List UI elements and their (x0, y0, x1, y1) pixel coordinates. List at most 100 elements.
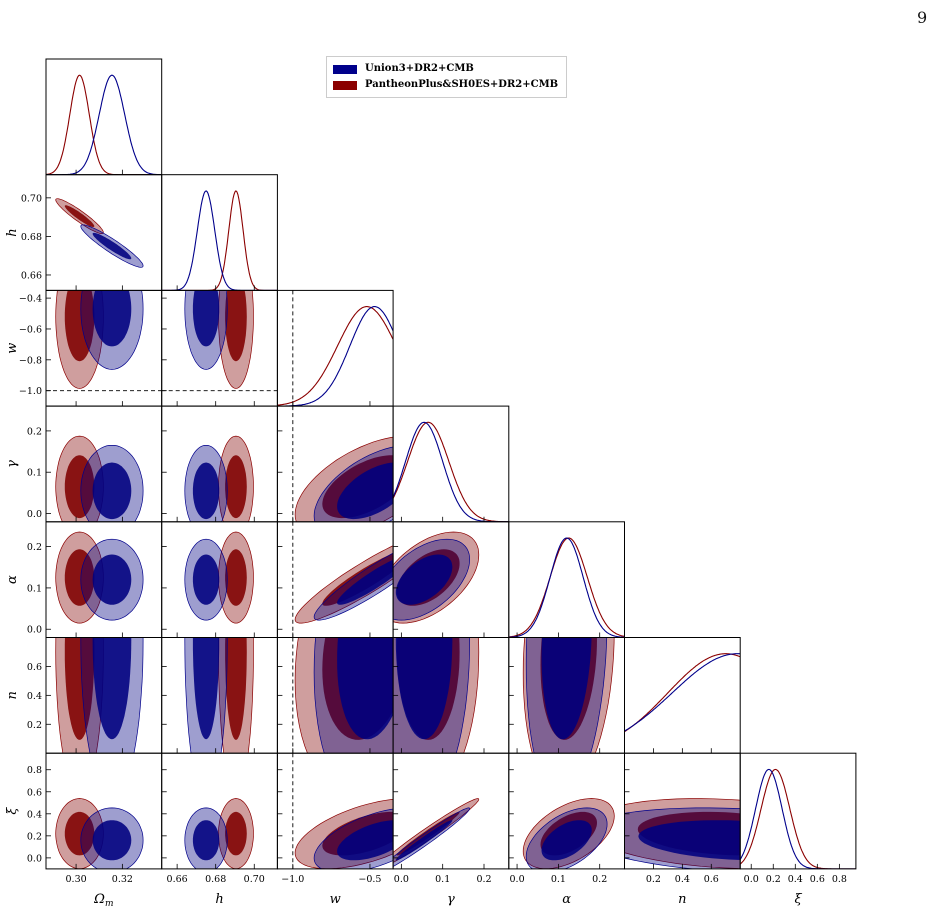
xtick-label-Om: 0.30 (66, 874, 87, 885)
panel-h-alpha (161, 521, 278, 638)
panel-gamma-alpha (392, 521, 510, 638)
ytick-label-gamma: 0.2 (27, 426, 42, 437)
ytick-label-alpha: 0.1 (27, 583, 42, 594)
contour-red-68-Om-xi (64, 811, 95, 856)
xtick-label-alpha: 0.0 (510, 874, 525, 885)
ytick-label-w: −0.4 (19, 294, 42, 305)
ytick-label-xi: 0.2 (27, 831, 42, 842)
contour-blue-68-Om-alpha (92, 554, 132, 605)
xtick-label-xi: 0.4 (788, 874, 803, 885)
marginal-blue-w (277, 306, 394, 407)
marginal-blue-alpha (508, 537, 625, 638)
xtick-label-w: −0.5 (358, 874, 381, 885)
contour-red-68-h-w (225, 290, 247, 362)
xlabel-w: w (330, 892, 341, 907)
contour-blue-68-alpha-xi (541, 820, 592, 861)
xtick-label-n: 0.6 (704, 874, 719, 885)
ytick-label-n: 0.2 (27, 720, 42, 731)
xtick-label-gamma: 0.2 (476, 874, 491, 885)
marginal-red-h (161, 190, 278, 291)
marginal-blue-n (624, 653, 741, 732)
contour-red-68-h-alpha (225, 549, 247, 606)
ytick-label-alpha: 0.2 (27, 542, 42, 553)
xlabel-Om: Ωm (93, 892, 113, 909)
ylabel-alpha: α (5, 575, 20, 584)
xtick-label-alpha: 0.1 (551, 874, 566, 885)
contour-blue-68-gamma-alpha (395, 554, 453, 605)
contour-blue-68-h-alpha (192, 554, 220, 605)
xtick-label-Om: 0.32 (112, 874, 133, 885)
marginal-red-n (624, 653, 741, 733)
panel-Om-h: 0.660.680.70h (5, 174, 163, 291)
contour-blue-68-w-n (337, 637, 394, 740)
panel-frame (45, 58, 163, 176)
xlabel-xi: ξ (794, 892, 802, 907)
ytick-label-xi: 0.4 (27, 809, 42, 820)
ytick-label-w: −0.8 (19, 355, 42, 366)
ytick-label-h: 0.70 (21, 193, 42, 204)
ytick-label-xi: 0.6 (27, 787, 42, 798)
xtick-label-gamma: 0.1 (435, 874, 450, 885)
contour-blue-68-alpha-n (541, 637, 592, 740)
marginal-blue-h (161, 190, 278, 291)
ylabel-n: n (5, 691, 20, 699)
contour-blue-68-Om-w (92, 290, 132, 347)
contour-blue-68-w-alpha (337, 559, 394, 605)
contour-red-68-h-gamma (225, 455, 247, 519)
ytick-label-w: −0.6 (19, 324, 42, 335)
xtick-label-gamma: 0.0 (394, 874, 409, 885)
ytick-label-n: 0.6 (27, 662, 42, 673)
panel-frame (739, 752, 857, 870)
ytick-label-w: −1.0 (19, 386, 42, 397)
contour-red-68-Om-alpha (64, 549, 95, 606)
legend-swatch-blue (333, 64, 357, 74)
marginal-blue-xi (740, 768, 856, 869)
contour-blue-68-Om-h (92, 232, 132, 260)
panel-w-gamma (276, 405, 394, 523)
contour-blue-68-h-gamma (192, 462, 220, 520)
panel-alpha-alpha (508, 521, 625, 638)
ytick-label-n: 0.4 (27, 691, 42, 702)
panel-w-n (276, 637, 394, 754)
panel-gamma-xi: 0.0 0.1 0.2 γ (392, 752, 510, 907)
contour-blue-68-h-w (192, 290, 220, 347)
legend-label-union3: Union3+DR2+CMB (365, 63, 474, 74)
xtick-label-n: 0.2 (646, 874, 661, 885)
marginal-red-xi (740, 768, 856, 869)
contour-blue-68-Om-n (92, 637, 132, 740)
xtick-label-xi: 0.8 (832, 874, 847, 885)
panel-frame (392, 405, 510, 523)
marginal-red-gamma (393, 421, 509, 522)
panel-Om-w: −1.0−0.8−0.6−0.4w (5, 289, 163, 407)
xtick-label-h: 0.68 (205, 874, 226, 885)
contour-blue-68-w-xi (337, 820, 394, 861)
panel-Om-Om (45, 58, 163, 176)
contour-red-68-Om-w (64, 290, 95, 362)
contour-blue-68-Om-gamma (92, 462, 132, 520)
xtick-label-xi: 0.2 (766, 874, 781, 885)
marginal-blue-gamma (393, 421, 509, 522)
ytick-label-gamma: 0.1 (27, 468, 42, 479)
marginal-red-alpha (508, 537, 625, 638)
xtick-label-xi: 0.0 (744, 874, 759, 885)
contour-blue-68-h-xi (192, 820, 220, 861)
xlabel-n: n (678, 892, 686, 907)
legend-swatch-red (333, 80, 357, 90)
ytick-label-alpha: 0.0 (27, 625, 42, 636)
xlabel-gamma: γ (447, 892, 455, 907)
contour-blue-68-w-gamma (337, 462, 394, 520)
panel-n-n (624, 637, 741, 754)
xtick-label-alpha: 0.2 (592, 874, 607, 885)
panel-frame (45, 174, 163, 291)
panel-w-w (276, 289, 394, 407)
contour-blue-68-gamma-xi (395, 820, 453, 861)
panel-frame (624, 637, 741, 754)
xlabel-h: h (215, 892, 223, 907)
legend-item-pantheon: PantheonPlus&SH0ES+DR2+CMB (333, 77, 558, 93)
legend-item-union3: Union3+DR2+CMB (333, 61, 558, 77)
ytick-label-xi: 0.8 (27, 765, 42, 776)
xtick-label-h: 0.66 (167, 874, 188, 885)
